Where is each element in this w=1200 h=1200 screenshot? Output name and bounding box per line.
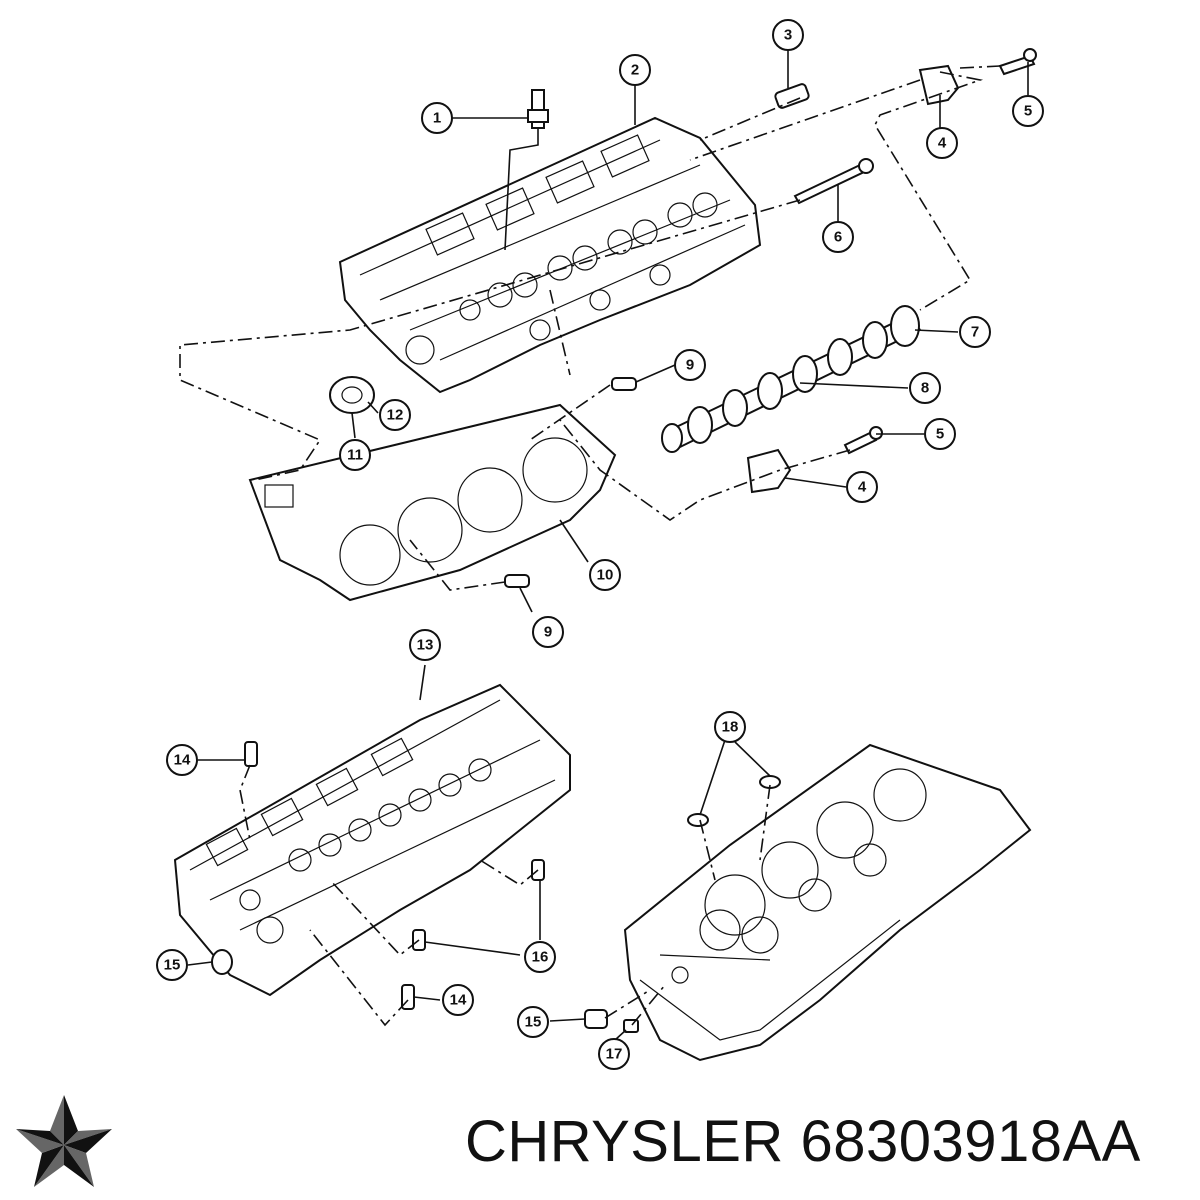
callout-10: 10 — [589, 559, 621, 591]
svg-text:4: 4 — [858, 479, 867, 496]
bolt-top — [998, 48, 1037, 76]
callout-4-lower: 4 — [846, 471, 878, 503]
svg-text:11: 11 — [347, 447, 363, 464]
callout-5-top: 5 — [1012, 95, 1044, 127]
callout-8: 8 — [909, 372, 941, 404]
dowel-upper — [611, 377, 637, 391]
lower-left-cylinder-head — [173, 683, 571, 997]
callout-18: 18 — [714, 711, 746, 743]
svg-text:12: 12 — [387, 407, 404, 424]
callout-12: 12 — [379, 399, 411, 431]
sleeve-part — [774, 83, 810, 109]
callout-14-upper: 14 — [166, 744, 198, 776]
cup-plug — [329, 376, 375, 414]
svg-text:14: 14 — [174, 752, 191, 769]
oring-18-small — [687, 813, 709, 827]
svg-text:18: 18 — [722, 719, 739, 736]
spark-plug — [504, 89, 549, 251]
svg-text:8: 8 — [921, 380, 929, 397]
svg-text:16: 16 — [532, 949, 549, 966]
callout-13: 13 — [409, 629, 441, 661]
chrysler-pentastar-icon — [16, 1095, 112, 1187]
part-caption: CHRYSLER 68303918AA — [465, 1108, 1141, 1175]
svg-text:1: 1 — [433, 110, 441, 127]
svg-text:5: 5 — [1024, 103, 1032, 120]
svg-text:10: 10 — [597, 567, 614, 584]
head-gasket — [248, 403, 617, 602]
svg-text:15: 15 — [525, 1014, 542, 1031]
callout-9-lower: 9 — [532, 616, 564, 648]
plug-15-right — [584, 1009, 608, 1029]
svg-text:17: 17 — [606, 1046, 623, 1063]
callout-15-right: 15 — [517, 1006, 549, 1038]
svg-text:7: 7 — [971, 324, 979, 341]
brand-name: CHRYSLER — [465, 1109, 784, 1174]
svg-text:3: 3 — [784, 27, 792, 44]
callout-16: 16 — [524, 941, 556, 973]
lower-right-cylinder-head — [623, 743, 1032, 1062]
callout-17: 17 — [598, 1038, 630, 1070]
callout-15-left: 15 — [156, 949, 188, 981]
svg-text:5: 5 — [936, 426, 944, 443]
bearing-cap-top — [918, 64, 960, 106]
bolt-lower — [843, 426, 883, 455]
callout-5-lower: 5 — [924, 418, 956, 450]
svg-text:4: 4 — [938, 135, 947, 152]
camshaft — [661, 305, 922, 453]
svg-text:13: 13 — [417, 637, 434, 654]
callout-7: 7 — [959, 316, 991, 348]
plug-15-left — [211, 949, 233, 975]
upper-cylinder-head — [338, 116, 762, 394]
callout-3: 3 — [772, 19, 804, 51]
callout-6: 6 — [822, 221, 854, 253]
svg-text:9: 9 — [686, 357, 694, 374]
dowel-14-upper — [244, 741, 258, 767]
callout-2: 2 — [619, 54, 651, 86]
svg-text:9: 9 — [544, 624, 552, 641]
part-number: 68303918AA — [800, 1109, 1141, 1174]
svg-text:15: 15 — [164, 957, 181, 974]
dowel-lower — [504, 574, 530, 588]
callout-11: 11 — [339, 439, 371, 471]
head-bolt — [793, 158, 874, 205]
svg-text:6: 6 — [834, 229, 842, 246]
callout-1: 1 — [421, 102, 453, 134]
callout-9-upper: 9 — [674, 349, 706, 381]
callout-14-lower: 14 — [442, 984, 474, 1016]
bearing-cap-lower — [746, 448, 792, 494]
svg-text:2: 2 — [631, 62, 639, 79]
leader-lines — [187, 50, 1029, 1041]
callout-4-top: 4 — [926, 127, 958, 159]
svg-text:14: 14 — [450, 992, 467, 1009]
